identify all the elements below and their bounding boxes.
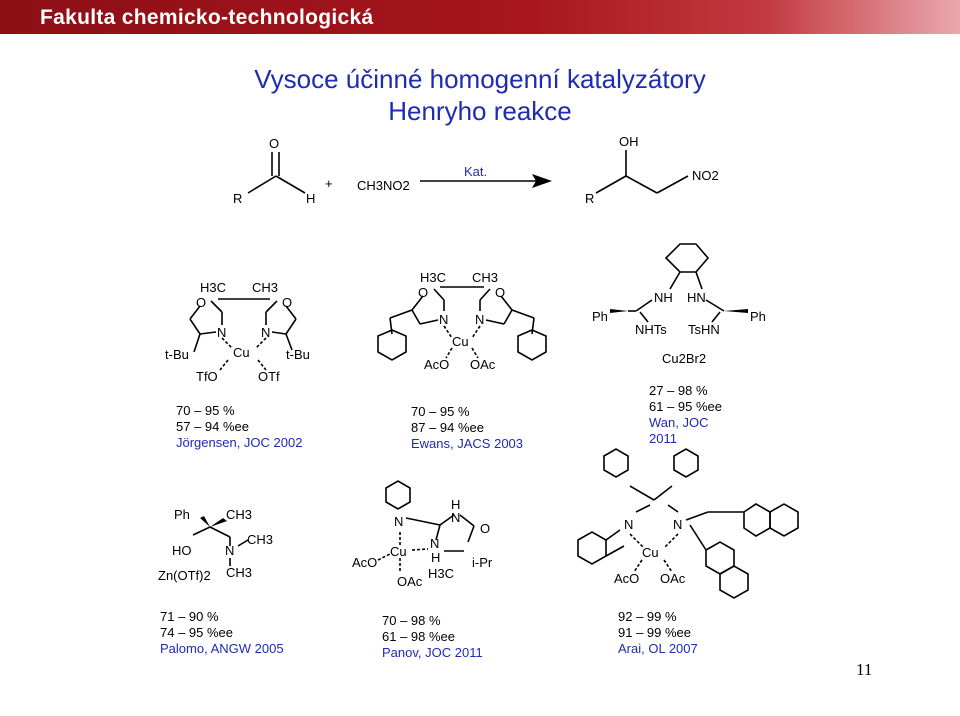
catalyst-3-structure: NH HN Ph Ph NHTs TsHN Cu2Br2 — [592, 243, 766, 366]
c6-yield: 92 – 99 % — [618, 609, 677, 624]
c6-label-4: OAc — [660, 571, 686, 586]
c1-label-7: t-Bu — [165, 347, 189, 362]
c2-label-4: N — [439, 312, 448, 327]
catalyst-2-results: 70 – 95 % 87 – 94 %ee Ewans, JACS 2003 — [411, 404, 523, 452]
c1-label-9: TfO — [196, 369, 218, 384]
plus-sign: + — [325, 176, 333, 191]
catalyst-4-results: 71 – 90 % 74 – 95 %ee Palomo, ANGW 2005 — [160, 609, 284, 657]
c3-yield: 27 – 98 % — [649, 383, 708, 398]
catalyst-label: Kat. — [464, 164, 487, 179]
catalyst-6-results: 92 – 99 % 91 – 99 %ee Arai, OL 2007 — [618, 609, 698, 657]
product-oh-label: OH — [619, 134, 639, 149]
c5-yield: 70 – 98 % — [382, 613, 441, 628]
c5-label-0: N — [394, 514, 403, 529]
c2-reference: Ewans, JACS 2003 — [411, 436, 524, 451]
c4-label-2: HO — [172, 543, 192, 558]
c1-yield: 70 – 95 % — [176, 403, 235, 418]
c4-ee: 74 – 95 %ee — [160, 625, 234, 640]
c2-yield: 70 – 95 % — [411, 404, 470, 419]
c5-reference: Panov, JOC 2011 — [382, 645, 483, 660]
c1-label-4: N — [217, 325, 226, 340]
c2-label-2: O — [418, 285, 428, 300]
reactant-h-label: H — [306, 191, 315, 206]
c1-ee: 57 – 94 %ee — [176, 419, 250, 434]
c3-label-1: HN — [687, 290, 706, 305]
page-number: 11 — [856, 660, 873, 679]
catalyst-2-structure: H3C CH3 O O N N Cu AcO OAc — [377, 270, 547, 372]
c3-reference-line2: 2011 — [649, 431, 677, 446]
c4-label-4: CH3 — [247, 532, 273, 547]
c3-label-2: Ph — [592, 309, 608, 324]
c2-label-8: OAc — [470, 357, 496, 372]
c4-yield: 71 – 90 % — [160, 609, 219, 624]
slide-header-bar: Fakulta chemicko-technologická — [0, 0, 960, 34]
c2-label-5: N — [475, 312, 484, 327]
reactant-r-label: R — [233, 191, 242, 206]
c4-label-1: CH3 — [226, 507, 252, 522]
c1-label-8: t-Bu — [286, 347, 310, 362]
c6-label-0: N — [624, 517, 633, 532]
c5-label-5: Cu — [390, 544, 407, 559]
c6-reference: Arai, OL 2007 — [618, 641, 698, 656]
c1-label-6: Cu — [233, 345, 250, 360]
product-no2-label: NO2 — [692, 168, 719, 183]
c1-label-3: O — [282, 295, 292, 310]
c5-label-2: N — [451, 510, 460, 525]
c5-label-9: H3C — [428, 566, 454, 581]
catalyst-5-structure: N H N O AcO Cu N H i-Pr H3C OAc — [352, 480, 493, 589]
c1-label-2: O — [196, 295, 206, 310]
c6-label-3: AcO — [614, 571, 639, 586]
nitromethane-label: CH3NO2 — [357, 178, 410, 193]
c1-label-10: OTf — [258, 369, 280, 384]
c3-label-6: Cu2Br2 — [662, 351, 706, 366]
c1-label-1: CH3 — [252, 280, 278, 295]
catalyst-1-results: 70 – 95 % 57 – 94 %ee Jörgensen, JOC 200… — [176, 403, 302, 451]
reactant-o-label: O — [269, 136, 279, 151]
c5-label-1: H — [451, 497, 460, 512]
c1-reference: Jörgensen, JOC 2002 — [176, 435, 303, 450]
c3-label-4: NHTs — [635, 322, 667, 337]
catalyst-6-structure: N N Cu AcO OAc — [577, 448, 799, 599]
catalyst-4-structure: Ph CH3 HO N CH3 CH3 Zn(OTf)2 — [158, 507, 273, 583]
c2-ee: 87 – 94 %ee — [411, 420, 485, 435]
c5-label-8: i-Pr — [472, 555, 493, 570]
reaction-arrow-head — [532, 174, 552, 188]
catalyst-3-results: 27 – 98 % 61 – 95 %ee Wan, JOC 2011 — [649, 383, 722, 447]
c2-label-0: H3C — [420, 270, 446, 285]
product-r-label: R — [585, 191, 594, 206]
c4-label-3: N — [225, 543, 234, 558]
catalyst-5-results: 70 – 98 % 61 – 98 %ee Panov, JOC 2011 — [382, 613, 483, 661]
c2-label-1: CH3 — [472, 270, 498, 285]
c3-label-5: TsHN — [688, 322, 720, 337]
c6-label-1: N — [673, 517, 682, 532]
c5-label-6: N — [430, 536, 439, 551]
c6-ee: 91 – 99 %ee — [618, 625, 692, 640]
c5-label-10: OAc — [397, 574, 423, 589]
c2-label-3: O — [495, 285, 505, 300]
c5-label-7: H — [431, 550, 440, 565]
slide-title-line2: Henryho reakce — [388, 96, 572, 126]
c1-label-5: N — [261, 325, 270, 340]
c3-reference-line1: Wan, JOC — [649, 415, 709, 430]
c3-label-3: Ph — [750, 309, 766, 324]
c4-label-5: CH3 — [226, 565, 252, 580]
c4-label-6: Zn(OTf)2 — [158, 568, 211, 583]
c4-reference: Palomo, ANGW 2005 — [160, 641, 284, 656]
c3-ee: 61 – 95 %ee — [649, 399, 723, 414]
c2-label-6: Cu — [452, 334, 469, 349]
c1-label-0: H3C — [200, 280, 226, 295]
c2-label-7: AcO — [424, 357, 449, 372]
c3-label-0: NH — [654, 290, 673, 305]
slide-title-line1: Vysoce účinné homogenní katalyzátory — [254, 64, 706, 94]
reaction-scheme: R O H + CH3NO2 Kat. R OH NO2 — [233, 134, 719, 206]
c4-label-0: Ph — [174, 507, 190, 522]
c5-ee: 61 – 98 %ee — [382, 629, 456, 644]
faculty-name: Fakulta chemicko-technologická — [40, 6, 374, 29]
c6-label-2: Cu — [642, 545, 659, 560]
c5-label-4: AcO — [352, 555, 377, 570]
catalyst-1-structure: H3C CH3 O O N N Cu t-Bu t-Bu TfO OTf — [165, 280, 310, 384]
c5-label-3: O — [480, 521, 490, 536]
